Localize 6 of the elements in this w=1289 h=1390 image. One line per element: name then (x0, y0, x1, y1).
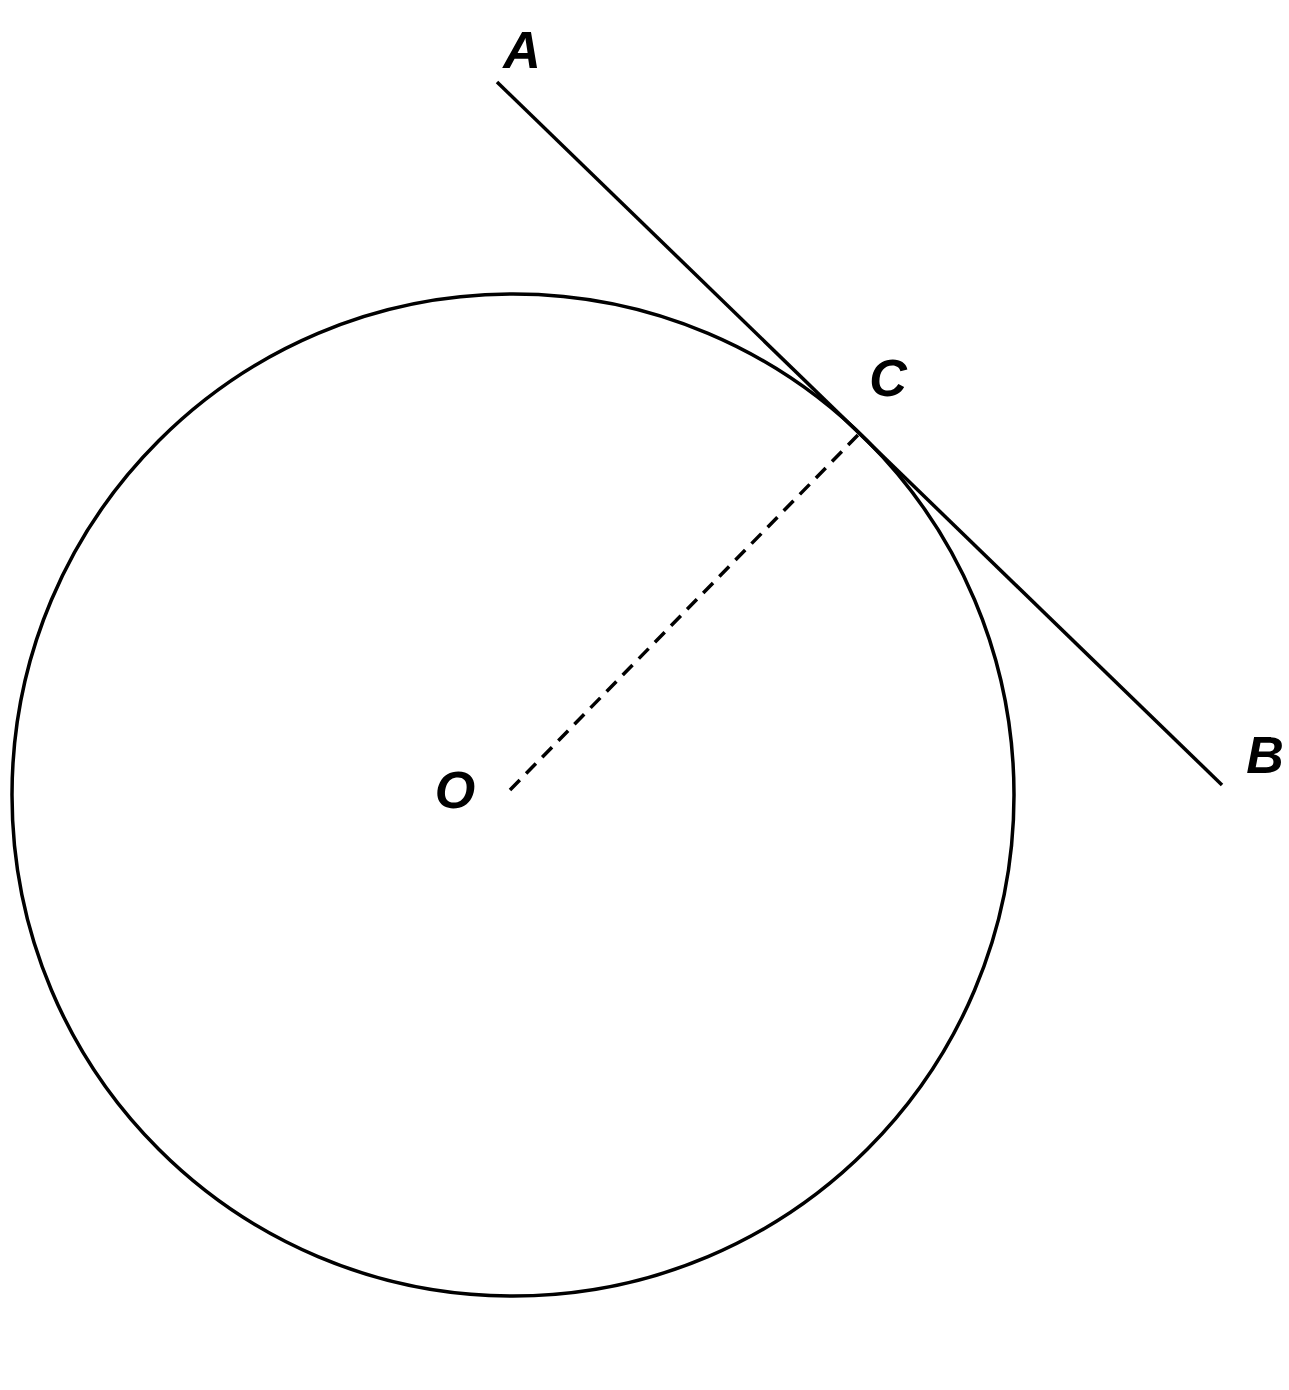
dashed-line (508, 433, 860, 792)
point-label: C (871, 359, 908, 397)
point-label: O (437, 771, 475, 809)
point-label: A (502, 32, 537, 68)
tangent-line (495, 80, 1224, 787)
point-label: B (1247, 737, 1282, 773)
